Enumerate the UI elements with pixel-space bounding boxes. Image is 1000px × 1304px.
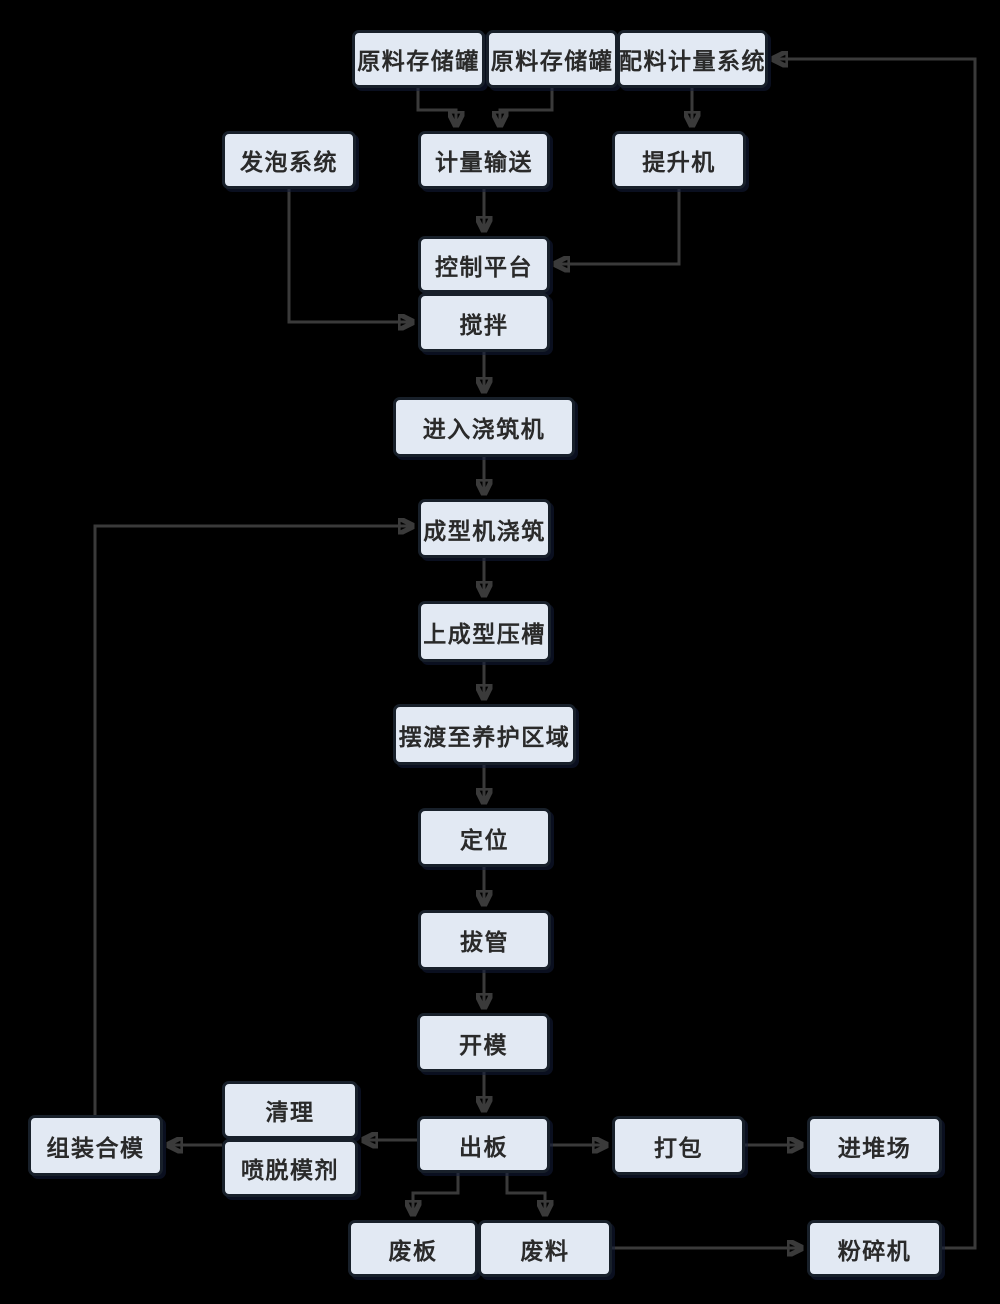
node-forming-machine-casting: 成型机浇筑 xyxy=(418,499,551,558)
node-mold-opening: 开模 xyxy=(417,1013,550,1072)
edge-tank1-to-metering-conveyor xyxy=(416,88,456,126)
edge-board-out-to-waste-board xyxy=(413,1173,460,1215)
node-mixing: 搅拌 xyxy=(418,293,550,352)
node-enter-casting-machine: 进入浇筑机 xyxy=(393,397,575,457)
node-foaming-system: 发泡系统 xyxy=(222,131,356,189)
node-raw-material-tank-1: 原料存储罐 xyxy=(352,30,485,88)
edge-board-out-to-waste-material xyxy=(505,1173,545,1215)
node-spray-release-agent: 喷脱模剂 xyxy=(222,1139,358,1197)
node-assemble-close-mold: 组装合模 xyxy=(28,1115,163,1176)
node-crusher: 粉碎机 xyxy=(807,1220,942,1277)
node-cleaning: 清理 xyxy=(222,1081,358,1139)
edge-assemble-to-forming-loop xyxy=(93,526,413,1115)
node-pipe-pulling: 拔管 xyxy=(418,910,551,970)
node-waste-board: 废板 xyxy=(348,1220,478,1277)
node-packing: 打包 xyxy=(612,1116,745,1175)
node-stack-yard: 进堆场 xyxy=(807,1116,942,1175)
edge-elevator-to-control xyxy=(555,189,681,264)
node-raw-material-tank-2: 原料存储罐 xyxy=(486,30,618,88)
node-ferry-to-curing-area: 摆渡至养护区域 xyxy=(393,704,576,765)
node-waste-material: 废料 xyxy=(478,1220,612,1277)
edge-crusher-to-batching-loop xyxy=(773,59,977,1250)
edge-foaming-to-mixing xyxy=(287,189,413,322)
node-elevator: 提升机 xyxy=(612,131,746,189)
node-batching-metering-system: 配料计量系统 xyxy=(617,30,768,88)
edge-tank2-to-metering-conveyor xyxy=(500,88,554,126)
node-board-out: 出板 xyxy=(417,1116,550,1173)
node-control-platform: 控制平台 xyxy=(418,236,550,293)
node-metering-conveyor: 计量输送 xyxy=(418,131,550,189)
node-positioning: 定位 xyxy=(418,808,551,867)
node-upper-forming-press-groove: 上成型压槽 xyxy=(418,601,551,662)
